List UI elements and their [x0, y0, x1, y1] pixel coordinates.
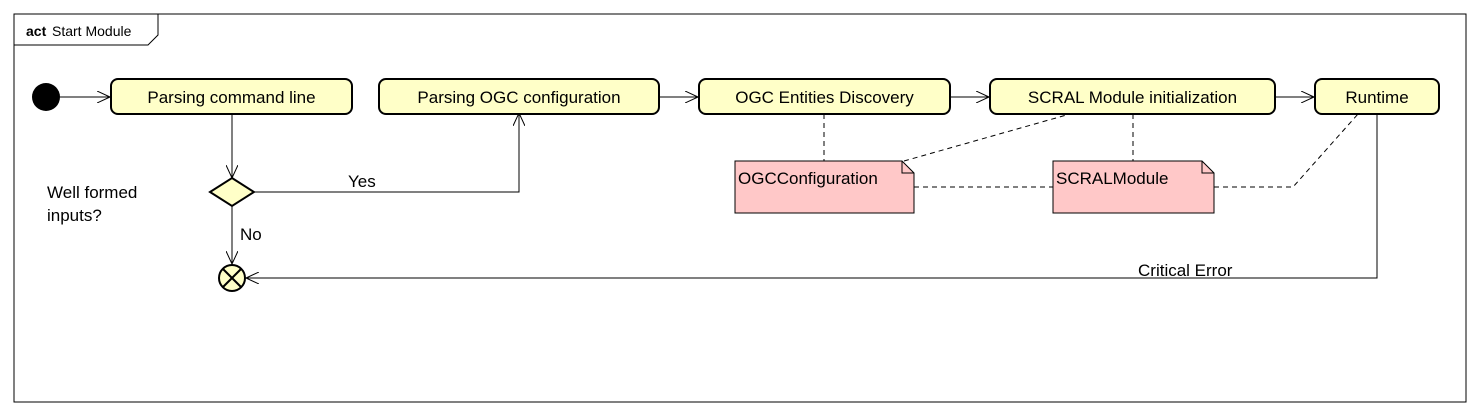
- action-scral-module-initialization[interactable]: SCRAL Module initialization: [989, 78, 1276, 115]
- action-label: Runtime: [1345, 88, 1408, 107]
- guard-yes: Yes: [348, 172, 376, 191]
- action-parsing-ogc-configuration[interactable]: Parsing OGC configuration: [378, 78, 660, 115]
- edge-yes: [255, 113, 519, 193]
- decision-node[interactable]: [208, 176, 256, 208]
- frame-tab: [14, 14, 159, 46]
- frame-title: Start Module: [52, 23, 132, 39]
- initial-node: [32, 83, 60, 111]
- action-label: SCRAL Module initialization: [1028, 88, 1237, 107]
- guard-critical-error: Critical Error: [1138, 261, 1233, 280]
- note-ogc-configuration[interactable]: OGCConfiguration: [734, 160, 915, 214]
- action-label: Parsing OGC configuration: [417, 88, 620, 107]
- action-label: OGC Entities Discovery: [735, 88, 914, 107]
- action-runtime[interactable]: Runtime: [1314, 78, 1440, 115]
- guard-no: No: [240, 225, 262, 244]
- note-label: OGCConfiguration: [738, 169, 878, 188]
- note-label: SCRALModule: [1056, 169, 1168, 188]
- action-ogc-entities-discovery[interactable]: OGC Entities Discovery: [698, 78, 951, 115]
- decision-question-line2: inputs?: [47, 206, 102, 225]
- edge-critical-error: [246, 114, 1378, 278]
- frame-keyword: act: [26, 23, 47, 39]
- action-label: Parsing command line: [147, 88, 315, 107]
- note-scral-module[interactable]: SCRALModule: [1052, 160, 1215, 214]
- decision-question-line1: Well formed: [47, 183, 137, 202]
- note-anchors: [823, 113, 1359, 188]
- action-parsing-command-line[interactable]: Parsing command line: [110, 78, 353, 115]
- flow-final-node: [218, 264, 246, 292]
